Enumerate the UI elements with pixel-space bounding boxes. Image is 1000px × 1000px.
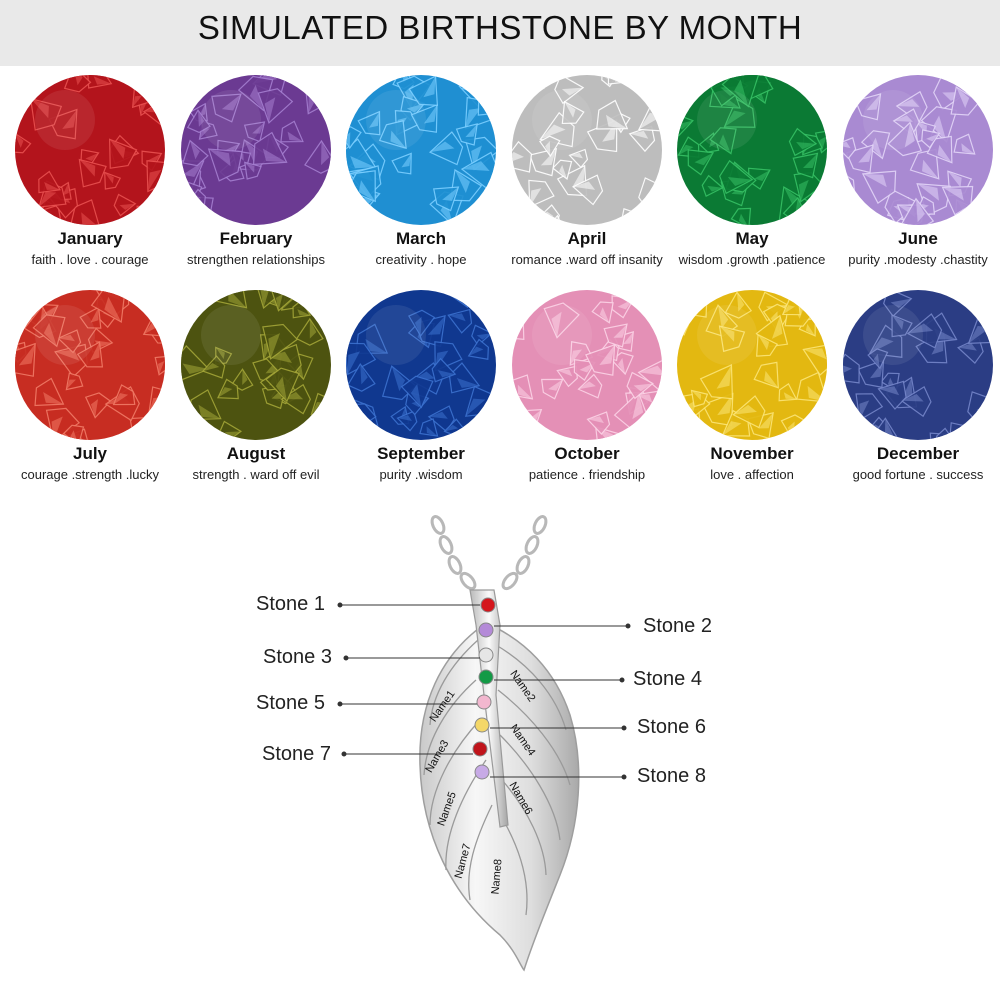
chain [430,515,548,591]
stone-label-7: Stone 7 [262,743,331,765]
month-name: April [567,229,607,248]
month-name: May [735,229,769,248]
month-name: August [226,444,286,463]
month-card-august: August strength . ward off evil [173,290,339,482]
engraved-name-8: Name8 [489,859,504,895]
birthstone-image [346,290,496,440]
month-meaning: creativity . hope [375,252,467,267]
month-name: June [898,229,938,248]
month-meaning: purity .modesty .chastity [848,252,988,267]
month-meaning: strengthen relationships [186,252,326,267]
month-meaning: purity .wisdom [379,467,463,482]
stone-label-4: Stone 4 [633,668,702,690]
feather-body [419,589,580,972]
birthstone-image [181,75,331,225]
stone-2-leader-dot [625,623,631,629]
stone-6-marker [474,717,490,733]
birthstone-image [15,75,165,225]
birthstone-image [346,75,496,225]
month-name: October [554,444,620,463]
month-name: September [377,444,465,463]
month-meaning: patience . friendship [528,467,646,482]
leader-lines [337,602,631,780]
stone-label-3: Stone 3 [263,646,332,668]
month-name: November [710,444,794,463]
birthstone-image [677,75,827,225]
birthstone-image [15,290,165,440]
month-name: February [219,229,293,248]
birthstone-image [512,75,662,225]
month-card-january: January faith . love . courage [7,75,173,267]
stone-5-marker [476,694,492,710]
birthstone-image [512,290,662,440]
month-card-november: November love . affection [669,290,835,482]
stone-1-marker [480,597,496,613]
stone-7-marker [472,741,488,757]
month-name: December [876,444,960,463]
month-card-april: April romance .ward off insanity [504,75,670,267]
month-meaning: strength . ward off evil [192,467,320,482]
stone-4-leader-dot [619,677,625,683]
month-card-july: July courage .strength .lucky [7,290,173,482]
stone-label-6: Stone 6 [637,716,706,738]
birthstone-image [181,290,331,440]
month-card-october: October patience . friendship [504,290,670,482]
stone-7-leader-dot [341,751,347,757]
month-meaning: courage .strength .lucky [20,467,160,482]
month-card-february: February strengthen relationships [173,75,339,267]
month-card-june: June purity .modesty .chastity [835,75,1000,267]
stone-3-marker [478,647,494,663]
page-title: SIMULATED BIRTHSTONE BY MONTH [197,9,803,46]
month-card-may: May wisdom .growth .patience [669,75,835,267]
birthstone-image [843,75,993,225]
month-meaning: wisdom .growth .patience [678,252,826,267]
stone-5-leader-dot [337,701,343,707]
stone-label-2: Stone 2 [643,615,712,637]
birthstone-image [843,290,993,440]
month-card-december: December good fortune . success [835,290,1000,482]
stone-1-leader-dot [337,602,343,608]
stone-2-marker [478,622,494,638]
birthstone-image [677,290,827,440]
month-meaning: faith . love . courage [31,252,149,267]
month-meaning: love . affection [710,467,794,482]
month-name: March [395,229,447,248]
stone-8-marker [474,764,490,780]
stone-markers [472,597,496,780]
stone-6-leader-dot [621,725,627,731]
title-banner: SIMULATED BIRTHSTONE BY MONTH [0,0,1000,66]
stone-8-leader-dot [621,774,627,780]
month-card-march: March creativity . hope [338,75,504,267]
month-meaning: good fortune . success [852,467,984,482]
stone-label-1: Stone 1 [256,593,325,615]
month-name: January [57,229,123,248]
month-card-september: September purity .wisdom [338,290,504,482]
stone-label-5: Stone 5 [256,692,325,714]
stone-4-marker [478,669,494,685]
stone-3-leader-dot [343,655,349,661]
month-name: July [72,444,108,463]
stone-label-8: Stone 8 [637,765,706,787]
month-meaning: romance .ward off insanity [511,252,663,267]
